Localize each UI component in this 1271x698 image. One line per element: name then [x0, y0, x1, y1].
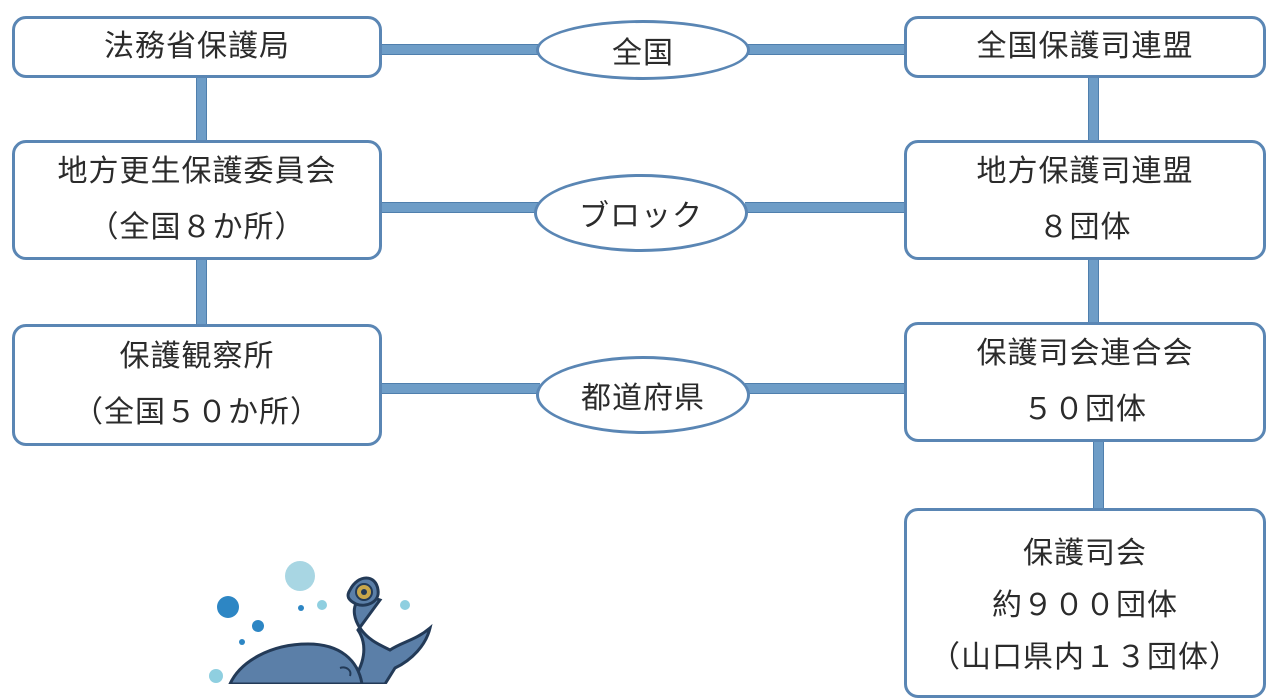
box-label: 保護司会連合会 — [976, 336, 1194, 371]
connector-left-national — [378, 44, 540, 55]
level-label: 全国 — [612, 36, 674, 71]
box-national-federation: 全国保護司連盟 — [904, 16, 1266, 78]
box-regional-federation: 地方保護司連盟 ８団体 — [904, 140, 1266, 260]
level-block: ブロック — [534, 174, 748, 252]
connector-right-2-3 — [1088, 257, 1099, 325]
box-sublabel: 約９００団体 — [992, 588, 1178, 623]
connector-right-prefecture — [745, 383, 908, 394]
connector-left-block — [378, 202, 540, 213]
connector-right-1-2 — [1088, 76, 1099, 140]
box-probation-office: 保護観察所 （全国５０か所） — [12, 324, 382, 446]
box-label: 保護司会 — [1023, 536, 1147, 571]
level-national: 全国 — [536, 20, 750, 80]
connector-right-3-4 — [1093, 440, 1104, 510]
box-moj-rehabilitation-bureau: 法務省保護局 — [12, 16, 382, 78]
box-sublabel: （全国５０か所） — [73, 395, 321, 430]
box-regional-parole-board: 地方更生保護委員会 （全国８か所） — [12, 140, 382, 260]
box-sublabel: ８団体 — [1038, 210, 1132, 245]
box-sublabel: （全国８か所） — [88, 210, 306, 245]
box-label: 地方保護司連盟 — [976, 154, 1194, 189]
connector-right-block — [745, 202, 908, 213]
connector-left-prefecture — [378, 383, 540, 394]
box-association-federation: 保護司会連合会 ５０団体 — [904, 322, 1266, 442]
box-sublabel: （山口県内１３団体） — [930, 640, 1240, 675]
box-label: 地方更生保護委員会 — [57, 154, 337, 189]
connector-right-national — [745, 44, 908, 55]
connector-left-2-3 — [196, 256, 207, 326]
box-sublabel: ５０団体 — [1023, 392, 1147, 427]
whale-mascot-icon — [190, 550, 450, 684]
box-label: 法務省保護局 — [104, 29, 290, 64]
box-label: 全国保護司連盟 — [976, 29, 1194, 64]
connector-left-1-2 — [196, 76, 207, 142]
level-label: ブロック — [579, 199, 703, 234]
level-label: 都道府県 — [581, 381, 705, 416]
level-prefecture: 都道府県 — [536, 356, 750, 434]
box-volunteer-association: 保護司会 約９００団体 （山口県内１３団体） — [904, 508, 1266, 698]
box-label: 保護観察所 — [119, 339, 275, 374]
